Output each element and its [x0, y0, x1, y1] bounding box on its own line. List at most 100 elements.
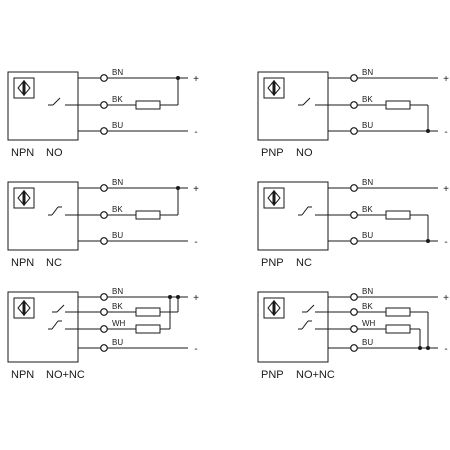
contact-type-label: NC [46, 257, 62, 269]
negative-terminal-label: - [444, 344, 447, 355]
output-type-label: NPN [11, 369, 34, 381]
output-type-label: PNP [261, 147, 284, 159]
positive-terminal-label: + [443, 74, 449, 85]
contact-type-label: NO+NC [296, 369, 335, 381]
wire-label-bk: BK [362, 302, 373, 311]
sensor-triangle-left [267, 80, 274, 96]
wire-label-bk: BK [362, 205, 373, 214]
load-resistor-icon [135, 210, 161, 220]
output-type-label: NPN [11, 147, 34, 159]
wiring-diagram-npn-nonc: BN BK WH BU + - NPN NO+NC [7, 287, 199, 381]
sensor-triangle-right [24, 190, 31, 206]
switch-blade [56, 304, 65, 313]
terminal-circle [350, 211, 358, 219]
wiring-diagram-pnp-nc: BN BK BU + - PNP NC [257, 178, 449, 269]
sensor-triangle-right [24, 300, 31, 316]
sensor-frame [263, 77, 285, 99]
negative-terminal-label: - [194, 344, 197, 355]
terminal-circle [350, 237, 358, 245]
switch-contact-icon [52, 304, 65, 313]
contact-type-label: NO [46, 147, 63, 159]
switch-contact-icon [298, 206, 312, 216]
terminal-circle [350, 184, 358, 192]
wire-label-bk: BK [362, 95, 373, 104]
load-resistor-icon [385, 210, 411, 220]
wire-label-bn: BN [112, 178, 123, 187]
wire-label-wh: WH [112, 319, 126, 328]
wire-label-bu: BU [112, 231, 123, 240]
switch-blade [51, 206, 59, 216]
wire-label-bn: BN [362, 178, 373, 187]
sensor-frame [263, 187, 285, 209]
negative-terminal-label: - [194, 127, 197, 138]
terminal-circle [100, 74, 108, 82]
wire-label-bn: BN [112, 287, 123, 296]
terminal-circle [350, 325, 358, 333]
switch-contact-icon [48, 206, 62, 216]
terminal-circle [100, 184, 108, 192]
terminal-circle [100, 127, 108, 135]
load-resistor-icon [135, 100, 161, 110]
sensor-triangle-left [17, 80, 24, 96]
sensor-frame [13, 187, 35, 209]
load-resistor-icon [385, 307, 411, 317]
switch-contact-icon [298, 320, 312, 330]
junction-dot [426, 346, 430, 350]
terminal-circle [100, 325, 108, 333]
switch-contact-icon [48, 97, 61, 106]
terminal-circle [100, 101, 108, 109]
sensor-triangle-right [274, 80, 281, 96]
switch-contact-icon [298, 97, 311, 106]
contact-type-label: NC [296, 257, 312, 269]
wire-label-bn: BN [362, 68, 373, 77]
positive-terminal-label: + [443, 184, 449, 195]
sensor-housing [7, 181, 79, 251]
sensor-triangle-right [24, 80, 31, 96]
sensor-triangle-right [274, 300, 281, 316]
junction-dot [176, 76, 180, 80]
wire-label-bn: BN [362, 287, 373, 296]
switch-blade [306, 304, 315, 313]
sensor-housing [257, 291, 329, 363]
output-type-label: PNP [261, 257, 284, 269]
proximity-sensor-icon [13, 297, 35, 319]
terminal-circle [350, 308, 358, 316]
junction-dot [426, 239, 430, 243]
positive-terminal-label: + [443, 293, 449, 304]
sensor-triangle-left [17, 300, 24, 316]
terminal-circle [350, 74, 358, 82]
junction-dot [426, 129, 430, 133]
junction-dot [176, 186, 180, 190]
junction-dot [168, 295, 172, 299]
wire-label-bu: BU [362, 338, 373, 347]
wire-label-bu: BU [362, 231, 373, 240]
negative-terminal-label: - [444, 237, 447, 248]
wire-label-bk: BK [112, 302, 123, 311]
switch-blade [301, 320, 309, 330]
terminal-circle [100, 344, 108, 352]
proximity-sensor-icon [13, 187, 35, 209]
terminal-circle [100, 237, 108, 245]
contact-type-label: NO+NC [46, 369, 85, 381]
load-resistor-icon [385, 324, 411, 334]
wire-label-bu: BU [362, 121, 373, 130]
positive-terminal-label: + [193, 293, 199, 304]
sensor-housing [7, 71, 79, 141]
negative-terminal-label: - [444, 127, 447, 138]
switch-blade [301, 206, 309, 216]
junction-dot [418, 346, 422, 350]
terminal-circle [350, 344, 358, 352]
proximity-sensor-icon [13, 77, 35, 99]
wire-label-bn: BN [112, 68, 123, 77]
wiring-diagram-pnp-no: BN BK BU + - PNP NO [257, 68, 449, 159]
load-resistor-icon [135, 324, 161, 334]
wire-label-wh: WH [362, 319, 376, 328]
contact-type-label: NO [296, 147, 313, 159]
wire-label-bu: BU [112, 338, 123, 347]
switch-contact-icon [48, 320, 62, 330]
wire-label-bk: BK [112, 205, 123, 214]
